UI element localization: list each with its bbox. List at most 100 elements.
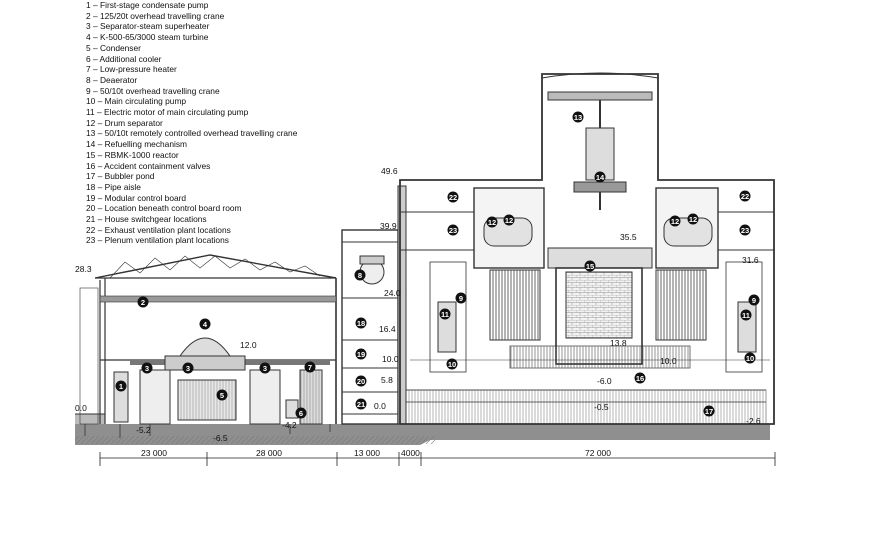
dimension-labels: 23 000 28 000 13 000 4000 72 000 xyxy=(141,448,611,458)
elevation-label: 49.6 xyxy=(381,166,398,176)
legend-item: 20 – Location beneath control board room xyxy=(86,203,242,214)
svg-text:15: 15 xyxy=(586,262,594,271)
legend-item: 22 – Exhaust ventilation plant locations xyxy=(86,224,231,235)
callout-marker: 12 xyxy=(669,215,681,227)
elevation-label: -6.5 xyxy=(213,433,228,443)
callout-marker: 3 xyxy=(259,362,271,374)
svg-text:20: 20 xyxy=(357,377,365,386)
callout-marker: 1 xyxy=(115,380,127,392)
elevation-label: 28.3 xyxy=(75,264,92,274)
legend: 1 – First-stage condensate pump 2 – 125/… xyxy=(86,0,297,246)
callout-marker: 21 xyxy=(355,398,367,410)
svg-text:12: 12 xyxy=(689,215,697,224)
callout-marker: 11 xyxy=(740,309,752,321)
svg-text:23: 23 xyxy=(449,226,457,235)
callout-marker: 8 xyxy=(354,269,366,281)
svg-text:17: 17 xyxy=(705,407,713,416)
dimension-label: 28 000 xyxy=(256,448,282,458)
elevation-label: 13.8 xyxy=(610,338,627,348)
legend-item: 18 – Pipe aisle xyxy=(86,181,141,192)
svg-text:21: 21 xyxy=(357,400,365,409)
legend-item: 6 – Additional cooler xyxy=(86,53,162,64)
elevation-label: -5.2 xyxy=(136,425,151,435)
svg-text:8: 8 xyxy=(358,271,362,280)
legend-item: 16 – Accident containment valves xyxy=(86,160,211,171)
callout-marker: 13 xyxy=(572,111,584,123)
svg-text:12: 12 xyxy=(671,217,679,226)
legend-item: 9 – 50/10t overhead travelling crane xyxy=(86,85,220,96)
callout-marker: 11 xyxy=(439,308,451,320)
svg-text:18: 18 xyxy=(357,319,365,328)
callout-marker: 17 xyxy=(703,405,715,417)
elevation-label: 0.0 xyxy=(75,403,87,413)
callout-marker: 3 xyxy=(141,362,153,374)
svg-text:22: 22 xyxy=(741,192,749,201)
legend-item: 4 – K-500-65/3000 steam turbine xyxy=(86,32,209,43)
callout-marker: 6 xyxy=(295,407,307,419)
legend-item: 5 – Condenser xyxy=(86,42,141,53)
elevation-label: 35.5 xyxy=(620,232,637,242)
elevation-label: 0.0 xyxy=(374,401,386,411)
dimension-label: 4000 xyxy=(401,448,420,458)
turbine-hall xyxy=(79,254,337,438)
legend-item: 23 – Plenum ventilation plant locations xyxy=(86,235,229,246)
svg-text:11: 11 xyxy=(441,310,449,319)
callout-marker: 12 xyxy=(503,214,515,226)
callout-marker: 23 xyxy=(447,224,459,236)
legend-item: 10 – Main circulating pump xyxy=(86,96,187,107)
svg-text:12: 12 xyxy=(488,218,496,227)
svg-text:3: 3 xyxy=(263,364,267,373)
svg-text:12: 12 xyxy=(505,216,513,225)
svg-text:10: 10 xyxy=(448,360,456,369)
legend-item: 13 – 50/10t remotely controlled overhead… xyxy=(86,128,298,139)
callout-marker: 2 xyxy=(137,296,149,308)
elevation-label: 12.0 xyxy=(240,340,257,350)
svg-text:7: 7 xyxy=(308,363,312,372)
legend-item: 12 – Drum separator xyxy=(86,117,163,128)
callout-marker: 19 xyxy=(355,348,367,360)
svg-text:5: 5 xyxy=(220,391,224,400)
svg-text:1: 1 xyxy=(119,382,123,391)
callout-markers: 1 2 3 3 3 4 5 6 7 8 9 9 10 10 11 11 12 1… xyxy=(115,111,760,419)
callout-marker: 15 xyxy=(584,260,596,272)
svg-text:2: 2 xyxy=(141,298,145,307)
callout-marker: 9 xyxy=(455,292,467,304)
callout-marker: 4 xyxy=(199,318,211,330)
callout-marker: 12 xyxy=(486,216,498,228)
callout-marker: 16 xyxy=(634,372,646,384)
dimension-label: 72 000 xyxy=(585,448,611,458)
callout-marker: 12 xyxy=(687,213,699,225)
svg-text:13: 13 xyxy=(574,113,582,122)
svg-text:4: 4 xyxy=(203,320,208,329)
svg-text:3: 3 xyxy=(186,364,190,373)
legend-item: 2 – 125/20t overhead travelling crane xyxy=(86,10,225,21)
elevation-label: 31.6 xyxy=(742,255,759,265)
legend-item: 7 – Low-pressure heater xyxy=(86,64,177,75)
elevation-label: 5.8 xyxy=(381,375,393,385)
svg-text:3: 3 xyxy=(145,364,149,373)
callout-marker: 22 xyxy=(447,191,459,203)
svg-text:22: 22 xyxy=(449,193,457,202)
dimension-label: 13 000 xyxy=(354,448,380,458)
legend-item: 1 – First-stage condensate pump xyxy=(86,0,209,10)
elevation-label: -6.0 xyxy=(597,376,612,386)
elevation-labels: 49.6 39.9 35.5 31.6 28.3 24.0 16.4 13.8 … xyxy=(75,166,761,443)
svg-text:10: 10 xyxy=(746,354,754,363)
svg-text:19: 19 xyxy=(357,350,365,359)
dimension-line xyxy=(99,452,776,466)
callout-marker: 14 xyxy=(594,171,606,183)
elevation-label: 10.0 xyxy=(660,356,677,366)
callout-marker: 3 xyxy=(182,362,194,374)
svg-text:9: 9 xyxy=(752,296,756,305)
legend-item: 11 – Electric motor of main circulating … xyxy=(86,107,249,118)
legend-item: 19 – Modular control board xyxy=(86,192,187,203)
legend-item: 14 – Refuelling mechanism xyxy=(86,139,188,150)
legend-item: 21 – House switchgear locations xyxy=(86,214,207,225)
legend-item: 3 – Separator-steam superheater xyxy=(86,21,210,32)
legend-item: 15 – RBMK-1000 reactor xyxy=(86,149,179,160)
deaerator-bay xyxy=(341,185,407,425)
callout-marker: 5 xyxy=(216,389,228,401)
callout-marker: 10 xyxy=(446,358,458,370)
callout-marker: 23 xyxy=(739,224,751,236)
